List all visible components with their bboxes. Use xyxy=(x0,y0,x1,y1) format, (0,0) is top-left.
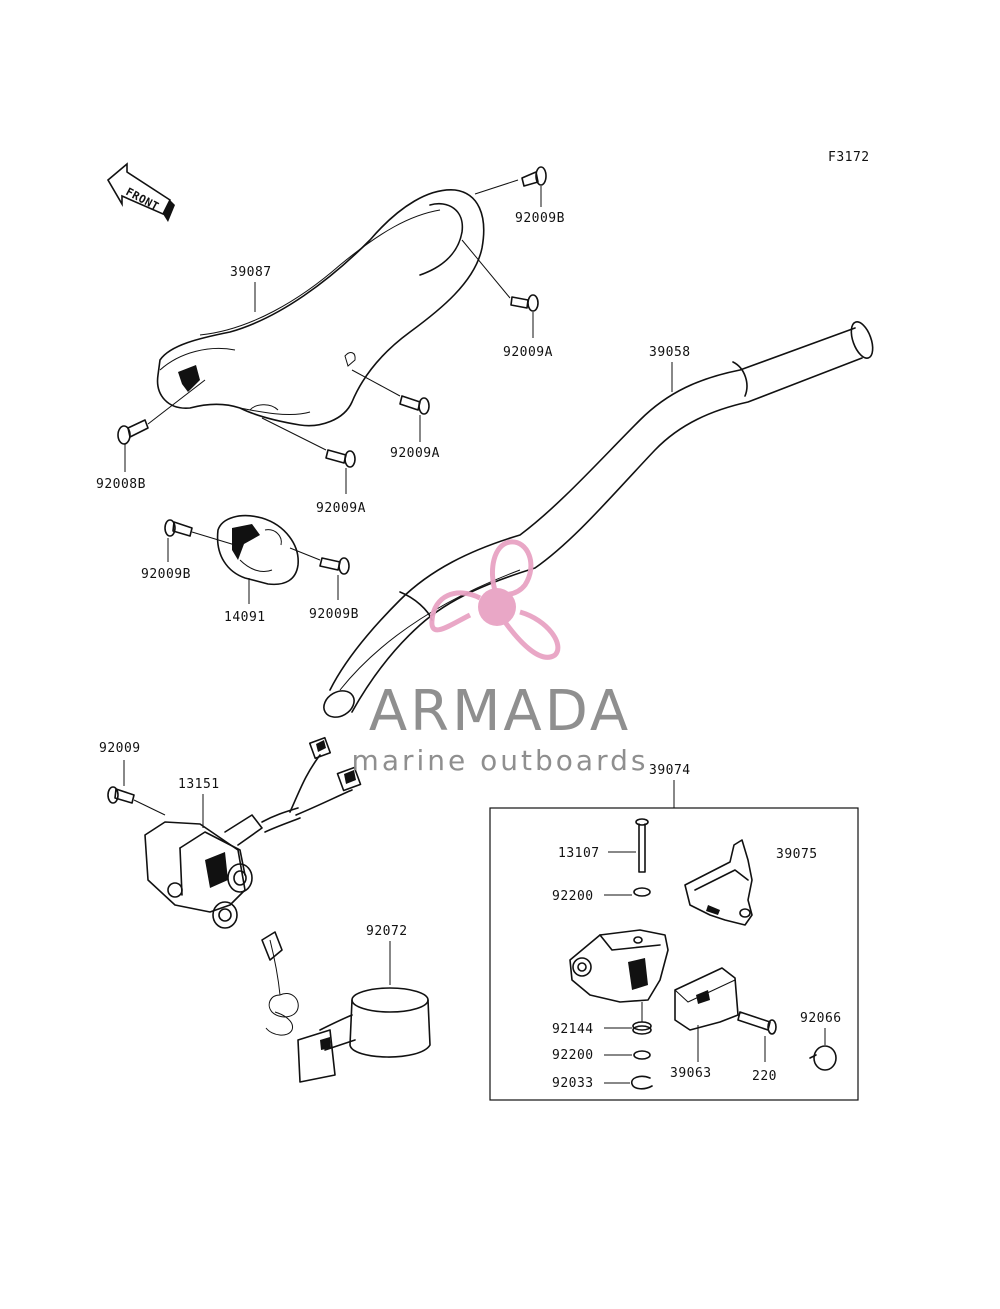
screw-92009B-top xyxy=(521,166,547,187)
screw-92009 xyxy=(107,786,135,804)
label-220: 220 xyxy=(752,1069,777,1084)
screw-92009A-low xyxy=(325,449,356,468)
screw-92009B-left xyxy=(164,519,193,537)
label-92009A-mid: 92009A xyxy=(390,446,440,461)
screw-92009B-right xyxy=(319,557,350,575)
label-92009: 92009 xyxy=(99,741,141,756)
switch-assembly-13151 xyxy=(144,736,362,929)
washer-92200-top xyxy=(633,887,651,897)
label-13107: 13107 xyxy=(558,846,600,861)
clamp-cover-14091 xyxy=(216,514,299,586)
label-92009B-top: 92009B xyxy=(515,211,565,226)
washer-92200-low xyxy=(633,1050,651,1060)
watermark-brand: ARMADA xyxy=(369,679,631,744)
armada-watermark: ARMADA marine outboards xyxy=(352,539,649,777)
label-14091: 14091 xyxy=(224,610,266,625)
watermark-tagline: marine outboards xyxy=(352,744,649,777)
bracket-main xyxy=(569,929,669,1003)
label-92200-top: 92200 xyxy=(552,889,594,904)
handlebar-39058 xyxy=(323,321,874,718)
label-39087: 39087 xyxy=(230,265,272,280)
label-92009B-right: 92009B xyxy=(309,607,359,622)
label-92200-low: 92200 xyxy=(552,1048,594,1063)
label-92066: 92066 xyxy=(800,1011,842,1026)
label-92008B: 92008B xyxy=(96,477,146,492)
cap-92066 xyxy=(809,1045,837,1071)
clip-92033 xyxy=(630,1075,653,1090)
screw-220 xyxy=(737,1011,777,1035)
label-92144: 92144 xyxy=(552,1022,594,1037)
label-92009B-left: 92009B xyxy=(141,567,191,582)
label-92072: 92072 xyxy=(366,924,408,939)
cover-39063 xyxy=(674,967,739,1031)
front-arrow-icon: FRONT xyxy=(106,162,175,222)
label-39075: 39075 xyxy=(776,847,818,862)
lanyard-92072 xyxy=(261,931,431,1083)
label-39074: 39074 xyxy=(649,763,691,778)
propeller-logo-icon xyxy=(429,539,561,660)
lever-39075 xyxy=(684,839,753,926)
screw-92009A-right xyxy=(510,294,539,312)
propeller-hub-icon xyxy=(478,588,516,626)
spring-92144 xyxy=(632,1021,652,1035)
label-92009A-right: 92009A xyxy=(503,345,553,360)
screw-92009A-mid xyxy=(399,395,430,415)
label-13151: 13151 xyxy=(178,777,220,792)
pin-13107 xyxy=(635,818,649,873)
screw-92008B xyxy=(117,419,149,445)
handlebar-cover-39087 xyxy=(156,189,485,427)
label-92033: 92033 xyxy=(552,1076,594,1091)
figure-code: F3172 xyxy=(828,150,870,165)
label-39063: 39063 xyxy=(670,1066,712,1081)
label-92009A-low: 92009A xyxy=(316,501,366,516)
label-39058: 39058 xyxy=(649,345,691,360)
